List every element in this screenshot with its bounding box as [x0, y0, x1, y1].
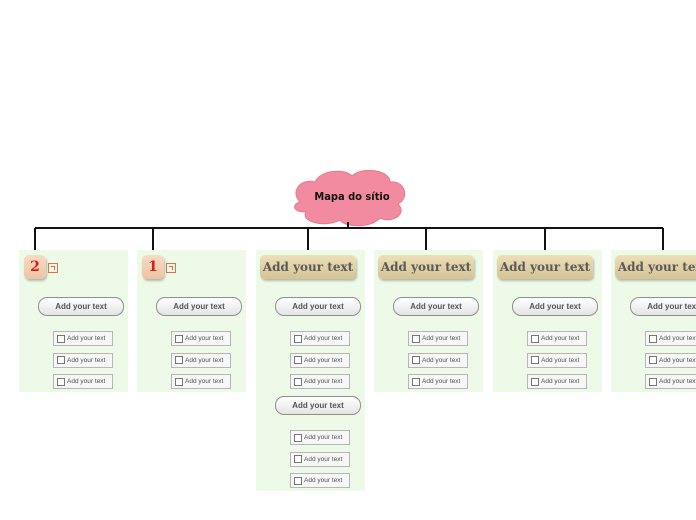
task-item-label: Add your text	[304, 477, 343, 484]
task-item-label: Add your text	[422, 356, 461, 364]
task-item[interactable]: Add your text	[408, 331, 468, 346]
subtopic-pill[interactable]: Add your text	[512, 297, 598, 316]
external-link-icon[interactable]	[48, 263, 58, 273]
subtopic-pill[interactable]: Add your text	[275, 396, 361, 415]
topic-3[interactable]: Add your text	[260, 255, 356, 279]
task-item-label: Add your text	[185, 335, 224, 342]
checkbox-icon[interactable]	[649, 377, 657, 386]
checkbox-icon[interactable]	[531, 334, 539, 343]
task-item-label: Add your text	[304, 378, 343, 385]
task-item-label: Add your text	[422, 378, 461, 385]
external-link-icon[interactable]	[166, 263, 176, 273]
checkbox-icon[interactable]	[294, 334, 302, 343]
task-item-label: Add your text	[304, 356, 343, 364]
task-item[interactable]: Add your text	[171, 352, 231, 368]
task-item-label: Add your text	[185, 378, 224, 385]
checkbox-icon[interactable]	[175, 356, 183, 364]
task-item-label: Add your text	[304, 455, 343, 463]
subtopic-pill[interactable]: Add your text	[38, 297, 124, 316]
checkbox-icon[interactable]	[175, 334, 183, 343]
subtopic-pill[interactable]: Add your text	[275, 297, 361, 316]
topic-6[interactable]: Add your text	[615, 255, 696, 279]
task-item-label: Add your text	[422, 335, 461, 342]
task-item-label: Add your text	[67, 378, 106, 385]
subtopic-pill[interactable]: Add your text	[393, 297, 479, 316]
checkbox-icon[interactable]	[649, 356, 657, 364]
task-item[interactable]: Add your text	[290, 331, 350, 346]
checkbox-icon[interactable]	[294, 476, 302, 485]
checkbox-icon[interactable]	[294, 433, 302, 442]
topic-1[interactable]: 2	[24, 255, 46, 279]
task-item-label: Add your text	[304, 434, 343, 441]
task-item[interactable]: Add your text	[53, 331, 113, 346]
task-item-label: Add your text	[67, 335, 106, 342]
task-item[interactable]: Add your text	[53, 352, 113, 368]
checkbox-icon[interactable]	[294, 455, 302, 463]
root-cloud[interactable]	[294, 169, 406, 227]
task-item[interactable]: Add your text	[171, 331, 231, 346]
checkbox-icon[interactable]	[294, 356, 302, 364]
task-item[interactable]: Add your text	[171, 374, 231, 389]
task-item[interactable]: Add your text	[645, 331, 696, 346]
checkbox-icon[interactable]	[57, 377, 65, 386]
topic-2[interactable]: 1	[142, 255, 164, 279]
task-item[interactable]: Add your text	[408, 352, 468, 368]
topic-4[interactable]: Add your text	[378, 255, 474, 279]
subtopic-pill[interactable]: Add your text	[630, 297, 696, 316]
task-item[interactable]: Add your text	[290, 430, 350, 445]
checkbox-icon[interactable]	[412, 334, 420, 343]
task-item-label: Add your text	[541, 335, 580, 342]
task-item[interactable]: Add your text	[527, 352, 587, 368]
task-item[interactable]: Add your text	[290, 374, 350, 389]
checkbox-icon[interactable]	[649, 334, 657, 343]
checkbox-icon[interactable]	[57, 356, 65, 364]
checkbox-icon[interactable]	[412, 356, 420, 364]
checkbox-icon[interactable]	[175, 377, 183, 386]
task-item-label: Add your text	[67, 356, 106, 364]
task-item-label: Add your text	[659, 378, 696, 385]
task-item-label: Add your text	[185, 356, 224, 364]
checkbox-icon[interactable]	[531, 356, 539, 364]
task-item-label: Add your text	[541, 378, 580, 385]
task-item[interactable]: Add your text	[645, 352, 696, 368]
task-item[interactable]: Add your text	[290, 451, 350, 467]
task-item[interactable]: Add your text	[527, 374, 587, 389]
task-item[interactable]: Add your text	[645, 374, 696, 389]
task-item-label: Add your text	[304, 335, 343, 342]
topic-5[interactable]: Add your text	[497, 255, 593, 279]
checkbox-icon[interactable]	[57, 334, 65, 343]
root-label: Mapa do sítio	[314, 190, 390, 203]
checkbox-icon[interactable]	[412, 377, 420, 386]
task-item-label: Add your text	[659, 335, 696, 342]
column-background	[256, 250, 365, 491]
checkbox-icon[interactable]	[294, 377, 302, 386]
task-item[interactable]: Add your text	[290, 473, 350, 488]
task-item-label: Add your text	[541, 356, 580, 364]
task-item-label: Add your text	[659, 356, 696, 364]
subtopic-pill[interactable]: Add your text	[156, 297, 242, 316]
task-item[interactable]: Add your text	[408, 374, 468, 389]
task-item[interactable]: Add your text	[53, 374, 113, 389]
checkbox-icon[interactable]	[531, 377, 539, 386]
task-item[interactable]: Add your text	[527, 331, 587, 346]
task-item[interactable]: Add your text	[290, 352, 350, 368]
